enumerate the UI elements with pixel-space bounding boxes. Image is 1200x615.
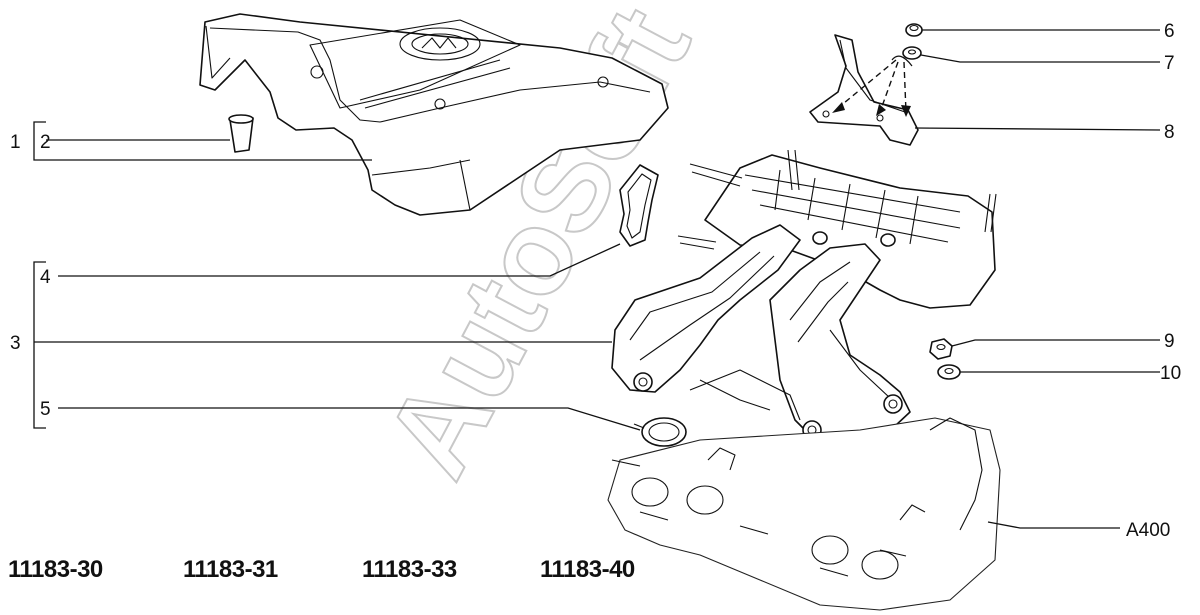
model-code: 11183-40 <box>540 556 635 583</box>
gasket-4 <box>619 164 659 247</box>
intake-manifold <box>611 149 997 456</box>
callout-9: 9 <box>1164 331 1175 352</box>
model-code: 11183-31 <box>183 556 278 583</box>
seal-ring-5 <box>633 417 687 447</box>
cylinder-head-a400 <box>607 417 1001 611</box>
callout-3: 3 <box>10 333 21 354</box>
model-code: 11183-33 <box>362 556 457 583</box>
nut-9 <box>929 338 953 360</box>
nut-6 <box>905 23 923 37</box>
assembly-arrows <box>832 55 913 117</box>
callout-5: 5 <box>40 399 51 420</box>
callout-a400: A400 <box>1126 520 1170 541</box>
callout-10: 10 <box>1160 363 1181 384</box>
callout-7: 7 <box>1164 53 1175 74</box>
callout-8: 8 <box>1164 122 1175 143</box>
model-code: 11183-30 <box>8 556 103 583</box>
washer-10 <box>937 364 961 380</box>
callout-6: 6 <box>1164 21 1175 42</box>
bracket <box>809 34 919 146</box>
cover-plug <box>228 114 254 153</box>
callout-1: 1 <box>10 132 21 153</box>
engine-cover <box>199 13 669 216</box>
washer-7 <box>902 46 922 60</box>
callout-4: 4 <box>40 267 51 288</box>
callout-labels: 1 2 3 4 5 6 7 8 9 10 A400 <box>10 21 1181 541</box>
leader-lines <box>33 29 1161 529</box>
callout-2: 2 <box>40 132 51 153</box>
model-codes: 11183-30 11183-31 11183-33 11183-40 <box>8 556 635 583</box>
